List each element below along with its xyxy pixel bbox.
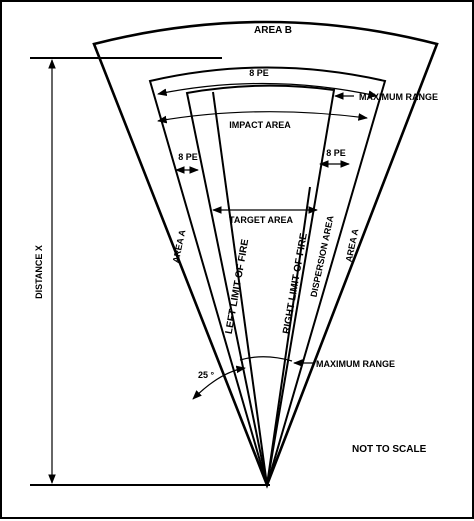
distance-x-label: DISTANCE X — [34, 245, 44, 299]
pe-top-label: 8 PE — [249, 68, 269, 78]
right-limit-of-fire-line — [266, 186, 311, 486]
area-b-label: AREA B — [254, 25, 292, 36]
dispersion-area-label: DISPERSION AREA — [309, 214, 336, 298]
left-limit-of-fire-label: LEFT LIMIT OF FIRE — [224, 238, 252, 335]
not-to-scale-label: NOT TO SCALE — [352, 444, 427, 455]
area-a-right-label: AREA A — [344, 227, 361, 263]
max-range-top-label: MAXIMUM RANGE — [359, 92, 438, 102]
impact-area-dimension-arc — [157, 111, 368, 124]
left-limit-of-fire-line — [212, 91, 268, 486]
max-range-bottom-arc — [239, 356, 293, 362]
impact-area-label: IMPACT AREA — [229, 120, 291, 130]
max-range-bottom-label: MAXIMUM RANGE — [316, 359, 395, 369]
area-b-outer-boundary — [92, 20, 439, 489]
area-a-left-label: AREA A — [171, 228, 188, 264]
pe-right-label: 8 PE — [326, 148, 346, 158]
target-area-label: TARGET AREA — [229, 215, 293, 225]
pe-top-dimension-arc — [157, 82, 378, 98]
angle-25-arc — [192, 365, 246, 400]
area-a-boundary — [148, 66, 387, 489]
pe-left-label: 8 PE — [178, 152, 198, 162]
angle-label: 25 ° — [198, 370, 215, 380]
